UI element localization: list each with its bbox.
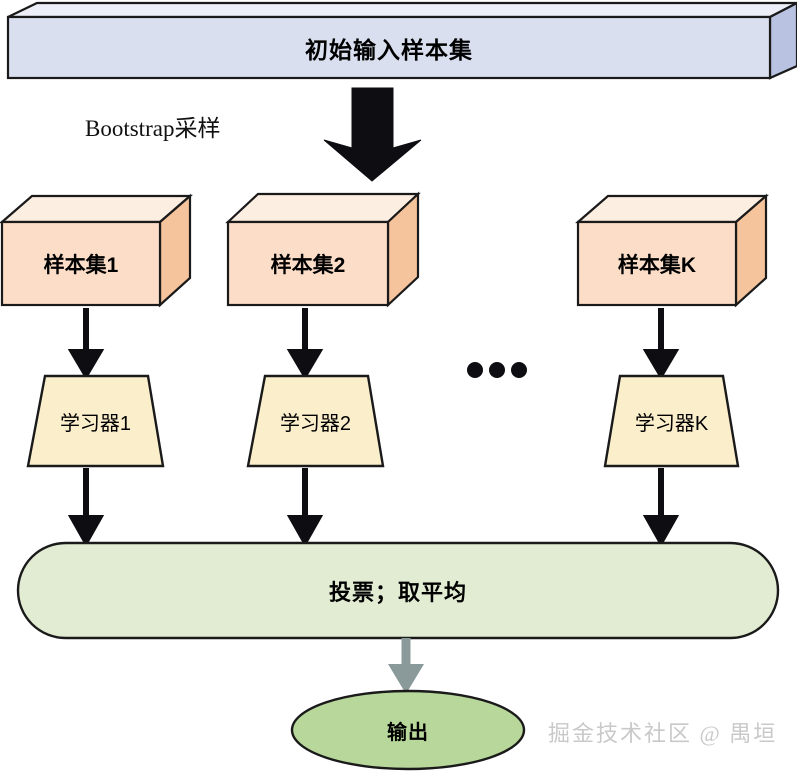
ellipsis-dots-icon xyxy=(467,362,527,378)
arrow-sample2-to-learner2 xyxy=(286,308,324,380)
output-ellipse xyxy=(290,689,526,771)
arrow-samplek-to-learnerk xyxy=(642,308,680,380)
learner-2-shape xyxy=(246,374,385,468)
sample-set-1-front-face xyxy=(0,220,162,307)
learner-1-shape xyxy=(26,374,165,468)
sample-set-1-cuboid xyxy=(0,193,193,308)
arrow-learner1-to-aggregate xyxy=(67,468,105,548)
sample-set-2-front-face xyxy=(226,220,390,307)
bootstrap-arrow-shape xyxy=(323,87,422,182)
sample-set-k-front-face xyxy=(576,220,738,307)
aggregate-pill-shape xyxy=(16,541,780,640)
sample-set-2-top-face xyxy=(225,192,421,224)
learner-1-trapezoid xyxy=(26,374,165,468)
ellipsis-dot-2 xyxy=(489,362,505,378)
sample-set-k-top-face xyxy=(575,194,769,224)
input-cuboid-front-face xyxy=(6,15,772,80)
watermark-label: 掘金技术社区 @ 禺垣 xyxy=(548,721,778,746)
input-sample-cuboid xyxy=(6,1,797,80)
learner-2-trapezoid xyxy=(246,374,385,468)
arrow-learnerk-to-aggregate xyxy=(642,468,680,548)
sample-set-1-top-face xyxy=(0,194,193,224)
sample-to-learner-arrows xyxy=(67,308,680,380)
input-cuboid-side-face xyxy=(768,1,797,80)
aggregate-pill-box xyxy=(16,541,780,640)
learner-k-shape xyxy=(603,374,740,468)
arrow-sample1-to-learner1 xyxy=(67,308,105,380)
ellipsis-dot-3 xyxy=(511,362,527,378)
aggregate-to-output-arrow xyxy=(388,638,424,694)
learner-to-aggregate-arrows xyxy=(67,468,680,548)
learner-k-trapezoid xyxy=(603,374,740,468)
sample-set-2-cuboid xyxy=(225,191,421,308)
aggregate-to-output-arrow-head xyxy=(388,664,424,694)
arrow-learner2-to-aggregate xyxy=(286,468,324,548)
bootstrap-arrow xyxy=(323,87,422,182)
sample-set-k-cuboid xyxy=(575,193,769,308)
output-ellipse-shape xyxy=(290,689,526,771)
ellipsis-dot-1 xyxy=(467,362,483,378)
input-cuboid-top-face xyxy=(7,1,797,19)
